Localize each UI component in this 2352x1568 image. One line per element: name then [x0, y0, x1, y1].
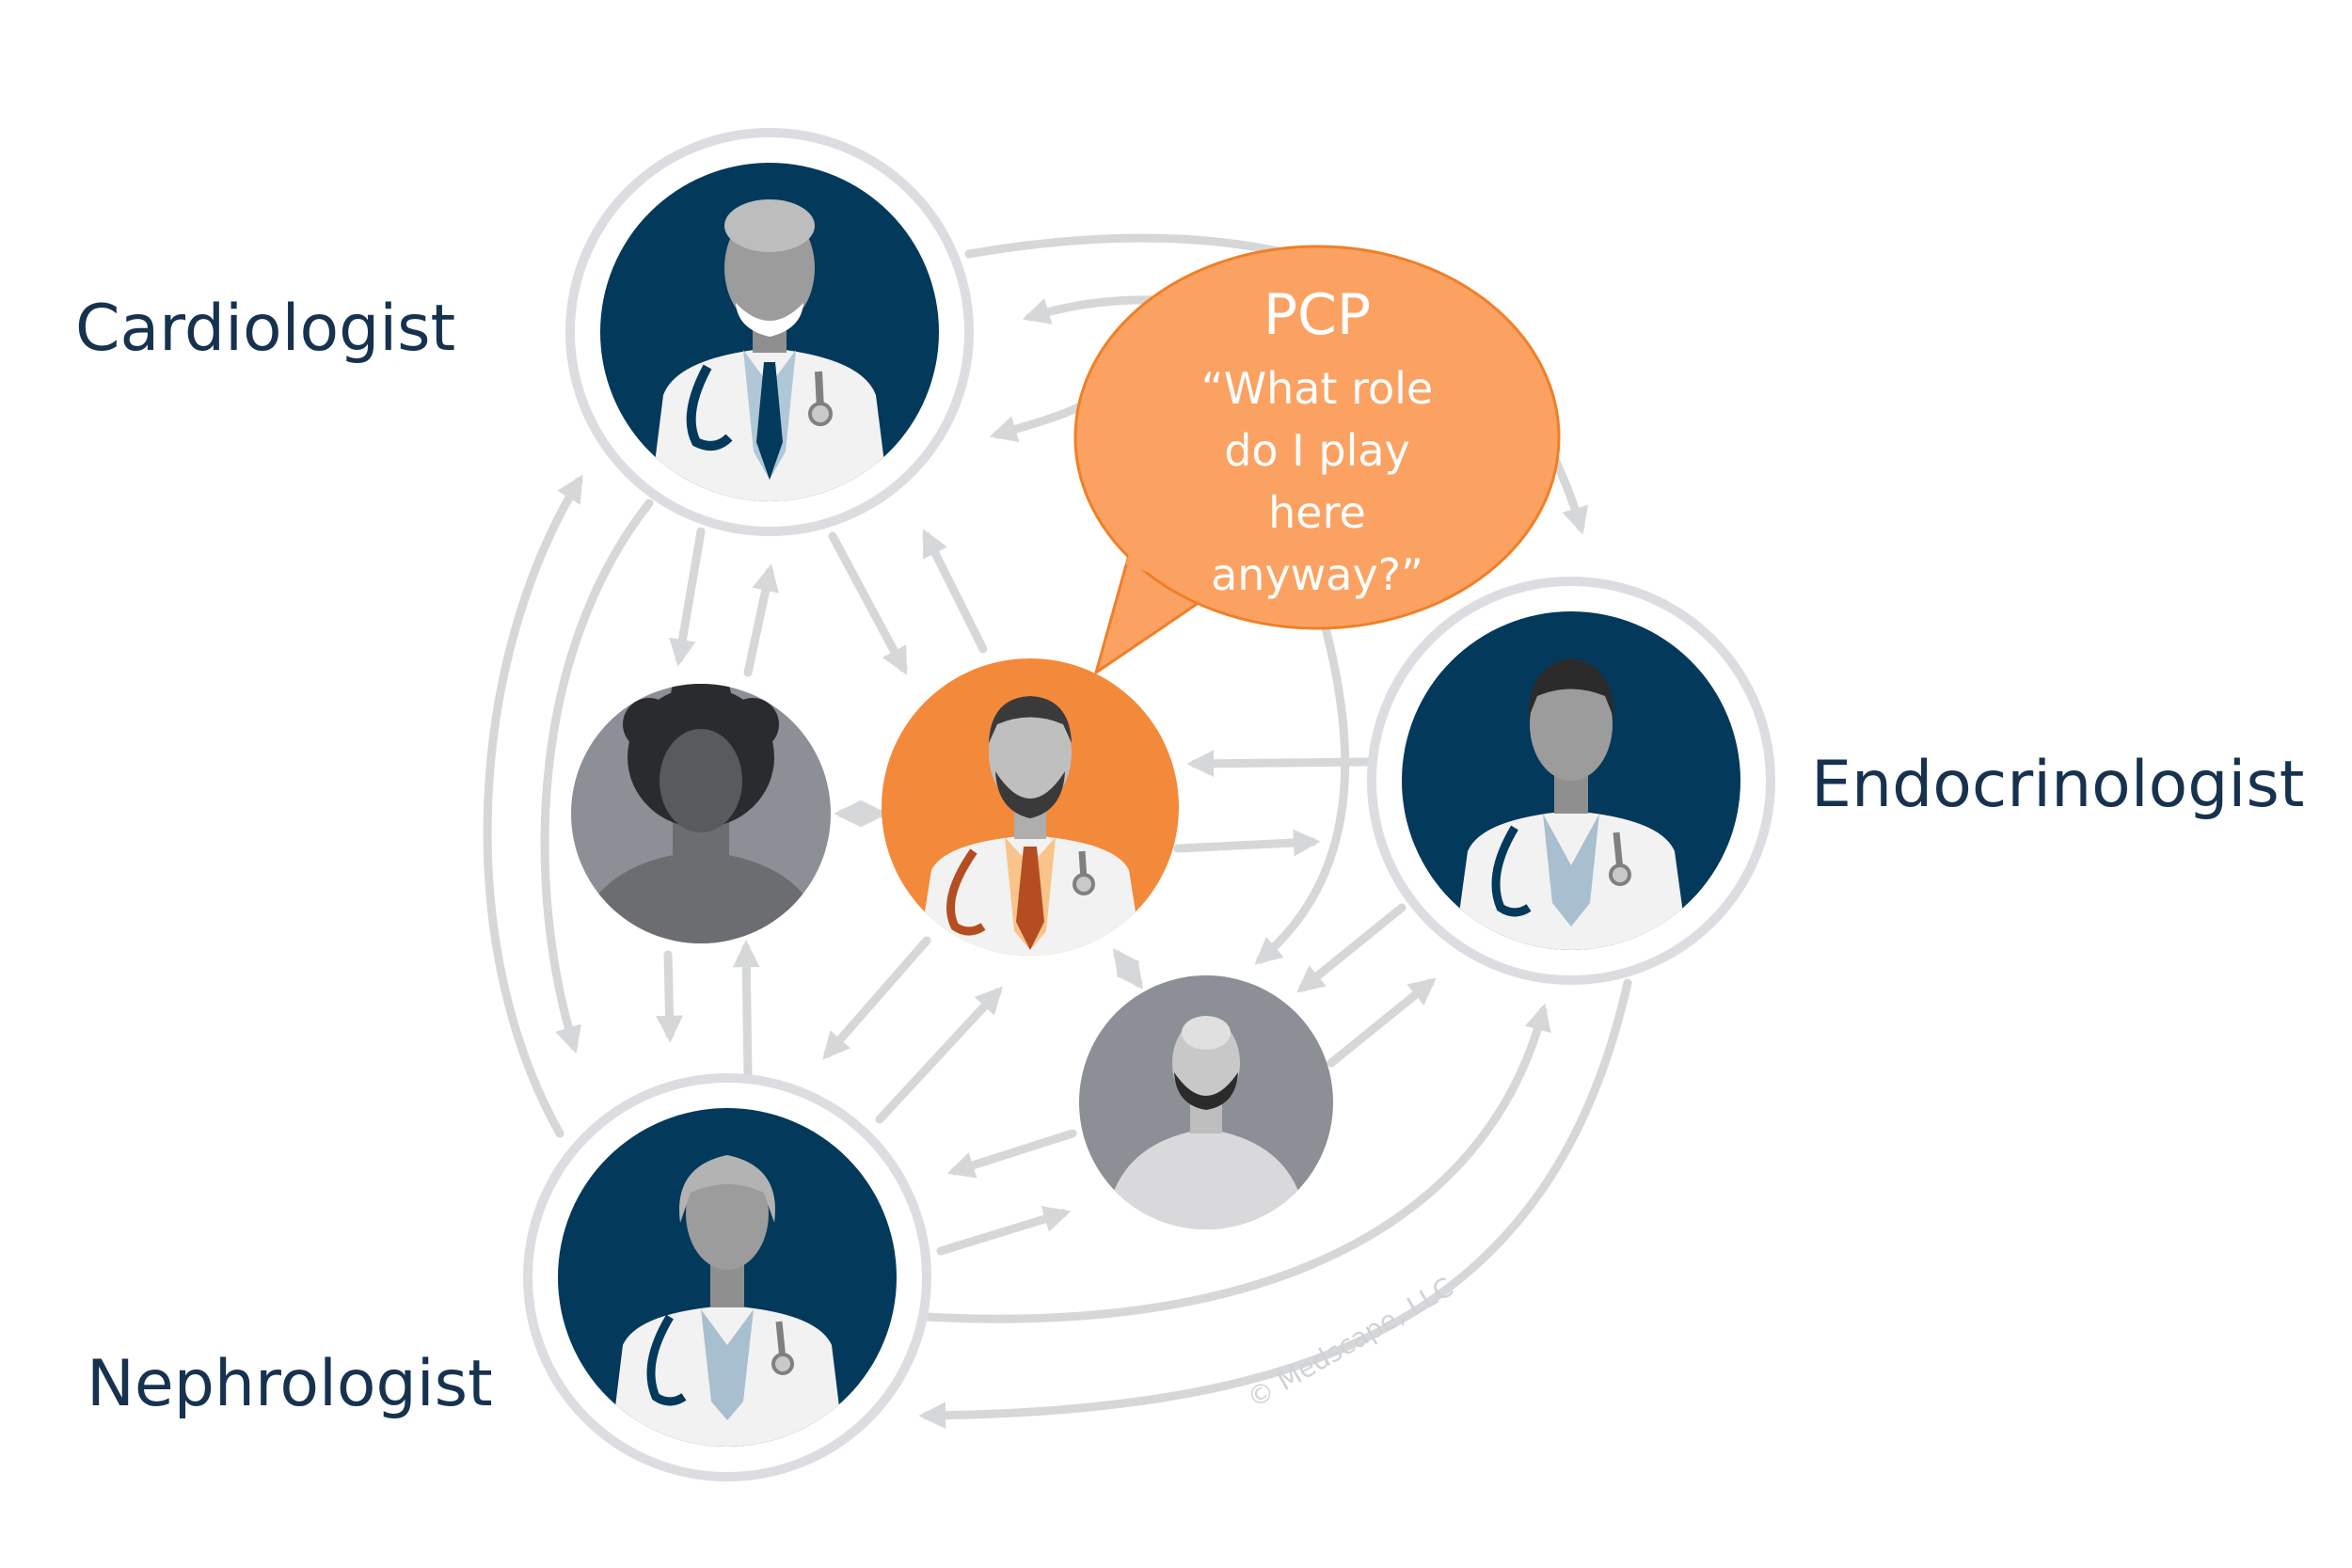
- patient-woman-node: [571, 684, 831, 943]
- nephrologist-node: [523, 1073, 931, 1481]
- arrow-endo-to-pcp: [1186, 750, 1374, 778]
- nephrologist-label: Nephrologist: [87, 1347, 493, 1421]
- bubble-quote-line: “What role: [1200, 363, 1434, 414]
- pcp-avatar-icon: [917, 696, 1143, 956]
- bubble-quote: “What role do I play here anyway?”: [1101, 357, 1534, 606]
- arrow-neph-to-pcp: [875, 986, 1003, 1124]
- arrow-pcp-to-endo: [1173, 829, 1321, 857]
- arc-cardio-to-neph-inner: [540, 499, 654, 1054]
- endocrinologist-label: Endocrinologist: [1811, 748, 2305, 822]
- arrow-bottom-patient-to-neph: [946, 1129, 1077, 1179]
- cardiologist-label: Cardiologist: [75, 292, 456, 366]
- cardiologist-avatar-icon: [649, 199, 890, 501]
- arrow-endo-to-bottom-patient: [1296, 903, 1406, 993]
- arrow-neph-to-bottom-patient: [936, 1206, 1072, 1256]
- pcp-speech-bubble: [1073, 245, 1561, 674]
- pcp-node: [882, 658, 1179, 956]
- arrow-pcp-to-cardio: [922, 529, 988, 654]
- arrow-cardio-to-pcp: [828, 531, 908, 675]
- arrow-cardio-to-woman: [669, 527, 706, 667]
- arrow-woman-to-cardio: [743, 563, 779, 677]
- arrow-pcp-bottom-bidir: [1112, 948, 1144, 990]
- man-avatar-icon: [1105, 1016, 1307, 1229]
- bubble-quote-line: anyway?”: [1211, 549, 1423, 600]
- arc-neph-to-endo: [922, 1003, 1551, 1323]
- arc-neph-to-cardio-outer: [483, 474, 583, 1138]
- connection-arrows: [483, 233, 1632, 1430]
- patient-man-node: [1079, 975, 1333, 1229]
- arrow-woman-to-neph: [656, 950, 683, 1043]
- cardiologist-node: [565, 128, 974, 536]
- endocrinologist-node: [1367, 577, 1775, 985]
- woman-avatar-icon: [574, 684, 828, 943]
- endocrinologist-avatar-icon: [1454, 658, 1689, 950]
- arrow-bottom-patient-to-endo: [1327, 977, 1437, 1068]
- arrow-neph-to-woman: [732, 940, 760, 1082]
- bubble-title: PCP: [1263, 282, 1372, 348]
- nephrologist-avatar-icon: [610, 1155, 845, 1447]
- arc-endo-to-neph: [918, 978, 1632, 1430]
- bubble-quote-line: here: [1268, 487, 1366, 538]
- bubble-quote-line: do I play: [1224, 425, 1410, 476]
- arrow-pcp-to-neph: [822, 936, 931, 1060]
